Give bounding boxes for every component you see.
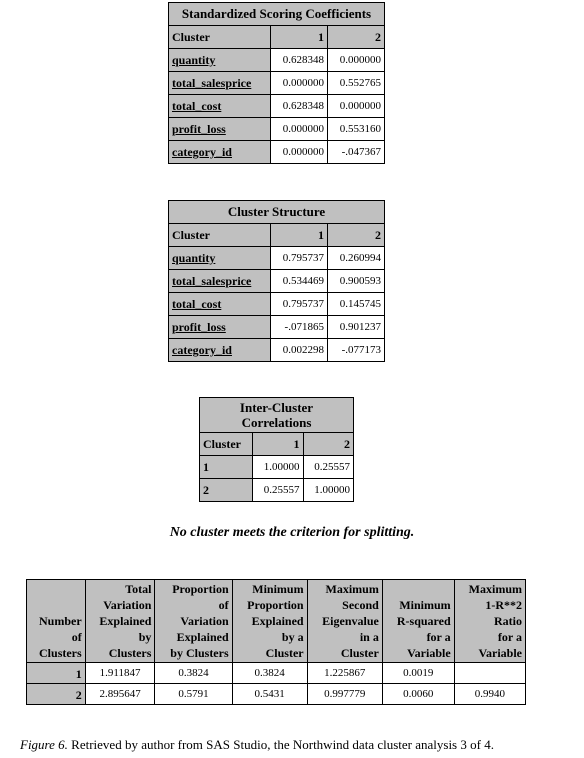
table-cell: -.077173: [326, 338, 386, 362]
column-header: Cluster: [198, 432, 254, 456]
row-label: total_cost: [168, 292, 271, 316]
table-cell: 0.552765: [326, 71, 386, 95]
figure-label: Figure 6.: [20, 737, 68, 752]
table-cell: 0.5431: [231, 683, 308, 705]
table-cell: 0.000000: [269, 71, 328, 95]
table-row: total_cost 0.628348 0.000000: [168, 94, 386, 118]
table-title: Standardized Scoring Coefficients: [168, 2, 385, 26]
row-label: profit_loss: [168, 315, 271, 339]
table-row: total_cost 0.795737 0.145745: [168, 292, 386, 316]
row-label: profit_loss: [168, 117, 271, 141]
column-header: Cluster: [168, 223, 271, 247]
table-cell: -.047367: [326, 140, 386, 164]
table-row: profit_loss 0.000000 0.553160: [168, 117, 386, 141]
table-cell: 0.795737: [269, 246, 328, 270]
table-cell: 0.628348: [269, 94, 328, 118]
table-cell: 1.00000: [302, 478, 355, 502]
table-cell: 0.3824: [154, 662, 233, 684]
row-label: category_id: [168, 338, 271, 362]
table-cell: 0.901237: [326, 315, 386, 339]
row-label: quantity: [168, 246, 271, 270]
table-cell: 0.795737: [269, 292, 328, 316]
table-cell: 0.5791: [154, 683, 233, 705]
table-cell: 1.225867: [306, 662, 383, 684]
table-cell: 0.002298: [269, 338, 328, 362]
table-cell: 0.145745: [326, 292, 386, 316]
row-label: 1: [26, 662, 86, 684]
table-cell: 0.0019: [381, 662, 455, 684]
table-row: 1 1.911847 0.3824 0.3824 1.225867 0.0019: [26, 662, 527, 684]
row-label: category_id: [168, 140, 271, 164]
row-label: total_salesprice: [168, 71, 271, 95]
row-label: 1: [198, 455, 254, 479]
column-header: 2: [326, 223, 386, 247]
column-header: 2: [302, 432, 355, 456]
table-row: 2 0.25557 1.00000: [198, 478, 355, 502]
table-cell: 0.000000: [269, 117, 328, 141]
column-header: 1: [252, 432, 304, 456]
column-header: 2: [326, 25, 386, 49]
table-cell: 1.00000: [252, 455, 304, 479]
table-row: category_id 0.002298 -.077173: [168, 338, 386, 362]
table-cell: 0.000000: [326, 94, 386, 118]
scoring-coefficients-table: Standardized Scoring Coefficients Cluste…: [168, 2, 386, 164]
figure-caption: Figure 6. Retrieved by author from SAS S…: [20, 737, 494, 753]
row-label: total_salesprice: [168, 269, 271, 293]
table-row: quantity 0.795737 0.260994: [168, 246, 386, 270]
table-cell: 0.25557: [252, 478, 304, 502]
row-label: 2: [26, 683, 86, 705]
table-title: Cluster Structure: [168, 200, 385, 224]
table-cell: 0.3824: [231, 662, 308, 684]
table-row: category_id 0.000000 -.047367: [168, 140, 386, 164]
caption-text: Retrieved by author from SAS Studio, the…: [67, 737, 494, 752]
row-label: total_cost: [168, 94, 271, 118]
table-row: total_salesprice 0.000000 0.552765: [168, 71, 386, 95]
table-cell: 0.000000: [326, 48, 386, 72]
table-cell: 0.25557: [302, 455, 355, 479]
column-header: 1: [269, 223, 328, 247]
table-row: profit_loss -.071865 0.901237: [168, 315, 386, 339]
column-header: 1: [269, 25, 328, 49]
table-row: 2 2.895647 0.5791 0.5431 0.997779 0.0060…: [26, 683, 527, 705]
table-row: total_salesprice 0.534469 0.900593: [168, 269, 386, 293]
row-label: quantity: [168, 48, 271, 72]
table-cell: 0.9940: [453, 683, 527, 705]
table-row: 1 1.00000 0.25557: [198, 455, 355, 479]
table-row: quantity 0.628348 0.000000: [168, 48, 386, 72]
table-cell: 0.900593: [326, 269, 386, 293]
table-cell: 1.911847: [84, 662, 156, 684]
splitting-note: No cluster meets the criterion for split…: [169, 525, 415, 540]
row-label: 2: [198, 478, 254, 502]
cluster-structure-table: Cluster Structure Cluster 1 2 quantity 0…: [168, 200, 386, 362]
column-header: Cluster: [168, 25, 271, 49]
table-cell: 0.0060: [381, 683, 455, 705]
table-cell: 0.628348: [269, 48, 328, 72]
table-cell: 2.895647: [84, 683, 156, 705]
table-cell: [453, 662, 527, 684]
table-cell: 0.260994: [326, 246, 386, 270]
table-cell: 0.553160: [326, 117, 386, 141]
table-cell: 0.534469: [269, 269, 328, 293]
table-cell: 0.000000: [269, 140, 328, 164]
table-cell: 0.997779: [306, 683, 383, 705]
table-cell: -.071865: [269, 315, 328, 339]
